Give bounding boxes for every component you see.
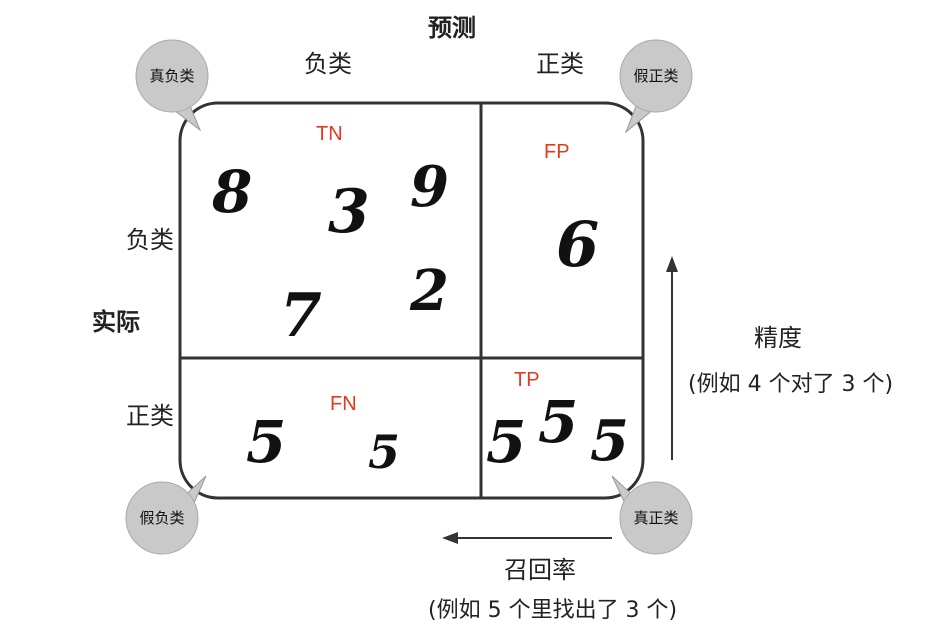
tn-digit-2: 3 [328,177,370,247]
precision-arrow [666,256,678,460]
tn-digits: 8 3 9 7 2 [211,154,449,351]
fn-digit-1: 5 [246,408,286,476]
bubble-true-negative: 真负类 [135,39,209,132]
cell-label-fp: FP [544,141,570,163]
fn-digit-2: 5 [368,425,400,479]
recall-title: 召回率 [504,556,576,584]
tp-digit-3: 5 [590,408,629,474]
bubble-true-positive: 真正类 [611,475,693,555]
bubble-false-negative: 假负类 [125,475,207,555]
tn-digit-3: 9 [410,154,449,220]
precision-title: 精度 [754,324,802,352]
recall-example: (例如 5 个里找出了 3 个) [428,598,678,623]
bubble-false-positive: 假正类 [619,39,693,134]
bubble-circle [619,39,693,113]
matrix-frame [178,101,645,500]
bubble-circle [125,481,199,555]
column-label-positive: 正类 [536,50,584,78]
cell-label-tp: TP [514,369,540,391]
tp-digits: 5 5 5 [486,388,629,476]
predicted-header: 预测 [428,14,476,42]
row-label-positive: 正类 [126,402,174,430]
fn-digits: 5 5 [246,408,400,479]
tn-digit-4: 7 [280,281,322,351]
bubble-label-true-positive: 真正类 [633,509,678,527]
tp-digit-1: 5 [486,408,526,476]
column-label-negative: 负类 [304,50,352,78]
bubble-label-false-positive: 假正类 [633,67,678,85]
row-label-negative: 负类 [126,226,174,254]
bubble-circle [135,39,209,113]
tn-digit-5: 2 [409,258,449,324]
tp-digit-2: 5 [538,388,578,456]
recall-arrow [442,532,612,544]
fp-digit: 6 [556,208,599,281]
cell-label-fn: FN [330,393,357,415]
actual-header: 实际 [92,308,140,336]
tn-digit-1: 8 [211,158,252,226]
bubble-circle [619,481,693,555]
bubble-label-true-negative: 真负类 [149,67,194,85]
bubble-label-false-negative: 假负类 [139,509,184,527]
cell-label-tn: TN [316,123,343,145]
precision-example: (例如 4 个对了 3 个) [688,372,894,397]
